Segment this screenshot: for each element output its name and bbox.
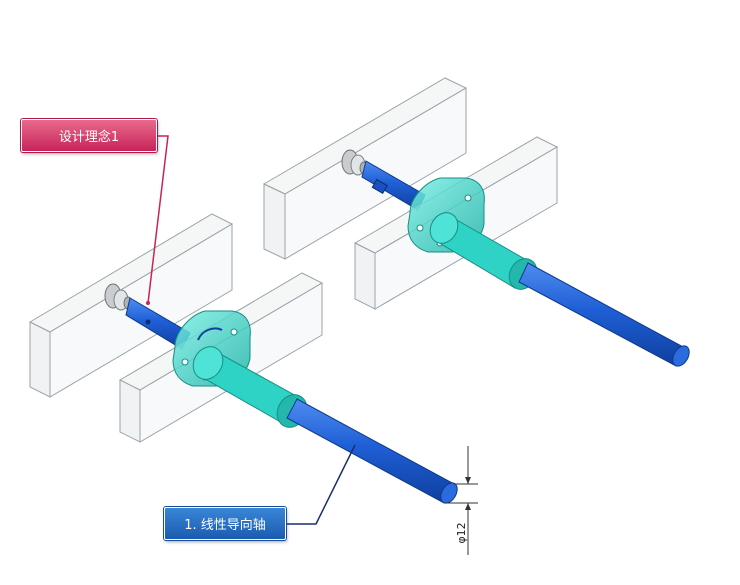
front-assembly — [28, 213, 458, 504]
front-shaft-hole — [145, 319, 151, 325]
concept-leader-line — [147, 135, 169, 304]
diameter-dimension — [444, 446, 478, 555]
design-concept-text: 设计理念1 — [58, 130, 120, 145]
shaft-leader-line — [286, 444, 356, 525]
design-concept-callout: 设计理念1 — [21, 119, 157, 152]
concept-leader-dot — [146, 301, 150, 305]
rear-shaft-end — [672, 345, 690, 367]
rear-assembly — [262, 77, 690, 367]
front-shaft-end — [440, 482, 458, 504]
linear-shaft-text: 1. 线性导向轴 — [184, 518, 266, 533]
diameter-label: φ12 — [454, 522, 468, 544]
rear-key-slot — [371, 178, 388, 195]
linear-shaft-callout: 1. 线性导向轴 — [164, 507, 286, 540]
front-bearing-housing — [104, 283, 133, 311]
front-shaft — [286, 398, 455, 504]
rear-shaft — [518, 262, 686, 367]
